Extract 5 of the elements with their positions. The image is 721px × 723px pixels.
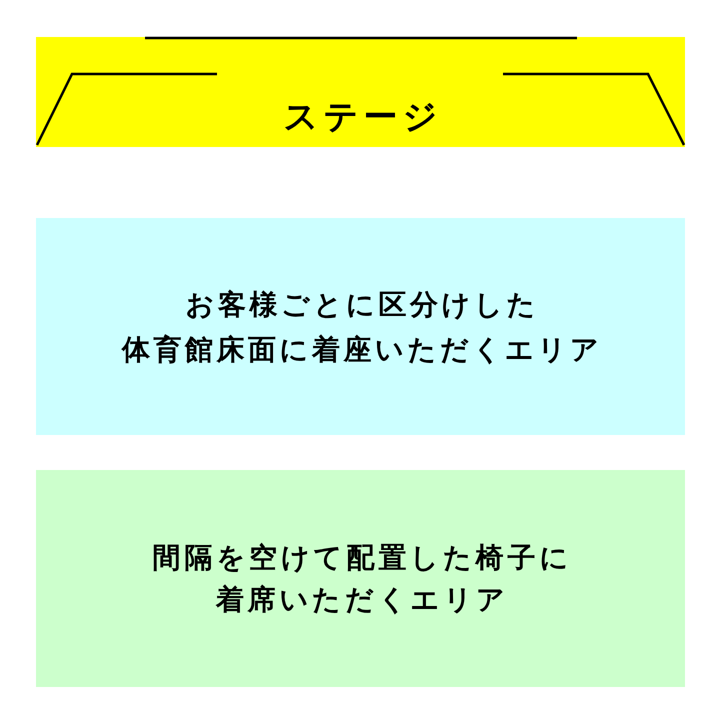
area-label: ステージ (282, 96, 442, 139)
area-label: お客様ごとに区分けした体育館床面に着座いただくエリア (120, 286, 602, 368)
area-label: 間隔を空けて配置した椅子に着席いただくエリア (152, 540, 572, 618)
seating-area (36, 470, 685, 687)
seating-area (36, 218, 685, 435)
